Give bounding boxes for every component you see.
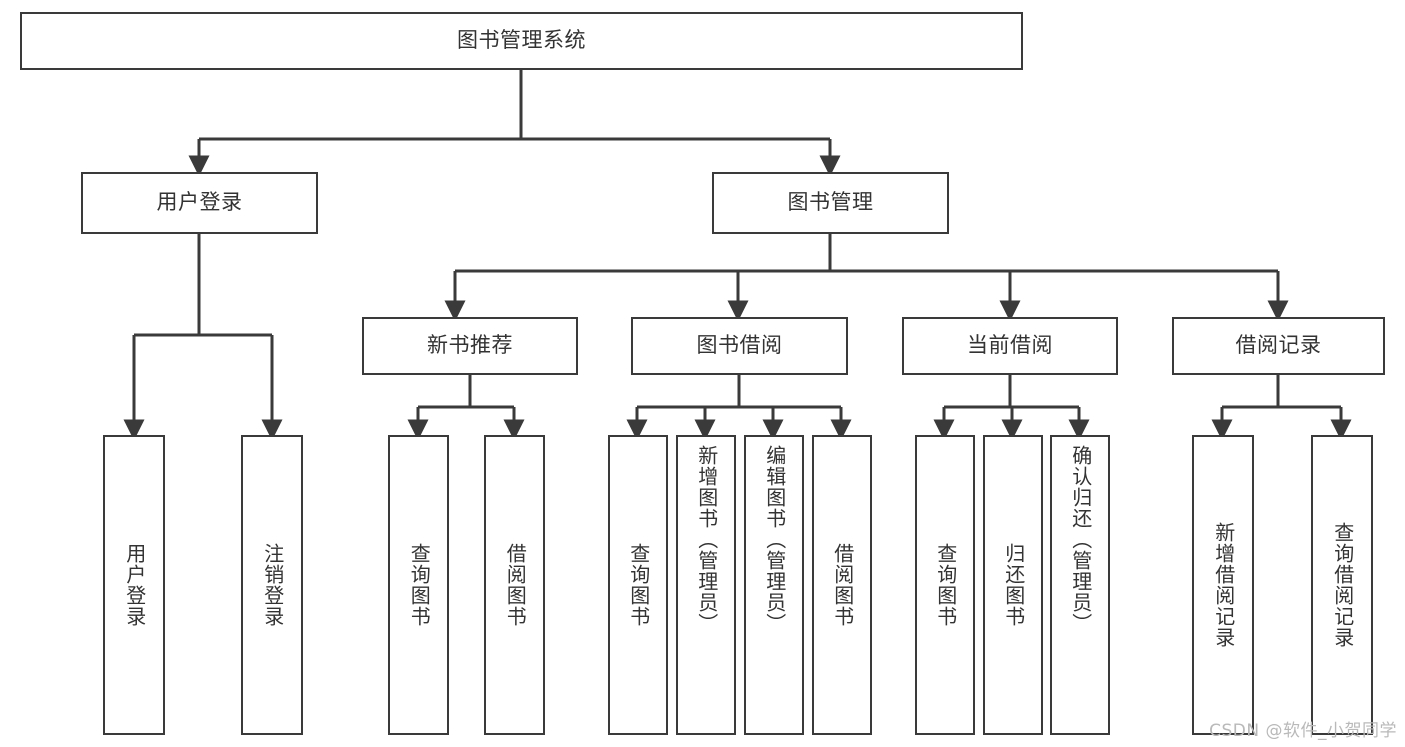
node-current-borrow-label: 当前借阅 xyxy=(967,333,1053,358)
node-new-book-recommend[interactable]: 新书推荐 xyxy=(362,317,578,375)
node-borrow-record[interactable]: 借阅记录 xyxy=(1172,317,1385,375)
node-user-login[interactable]: 用户登录 xyxy=(81,172,318,234)
node-new-book-recommend-label: 新书推荐 xyxy=(427,333,513,358)
leaf-return-book-label: 归还图书 xyxy=(1001,543,1026,627)
leaf-borrow-book-1[interactable]: 借阅图书 xyxy=(484,435,545,735)
leaf-edit-book-label: 编辑图书（管理员） xyxy=(762,445,787,634)
node-root-label: 图书管理系统 xyxy=(457,28,586,53)
edge-currentborrow-to-leaves xyxy=(933,375,1090,441)
node-user-login-label: 用户登录 xyxy=(156,190,243,215)
leaf-query-record-label: 查询借阅记录 xyxy=(1330,522,1355,648)
leaf-confirm-return-label: 确认归还（管理员） xyxy=(1068,445,1093,634)
node-book-manage[interactable]: 图书管理 xyxy=(712,172,949,234)
edge-root-to-level1 xyxy=(188,70,841,177)
leaf-borrow-book-2[interactable]: 借阅图书 xyxy=(812,435,872,735)
leaf-query-book-1[interactable]: 查询图书 xyxy=(388,435,449,735)
leaf-confirm-return[interactable]: 确认归还（管理员） xyxy=(1050,435,1110,735)
node-book-borrow[interactable]: 图书借阅 xyxy=(631,317,848,375)
node-current-borrow[interactable]: 当前借阅 xyxy=(902,317,1118,375)
leaf-query-book-1-label: 查询图书 xyxy=(407,543,432,627)
leaf-logout-login-label: 注销登录 xyxy=(260,543,285,627)
edge-borrowrecord-to-leaves xyxy=(1211,375,1352,441)
csdn-watermark: CSDN @软件_小贺同学 xyxy=(1209,721,1397,741)
leaf-borrow-book-2-label: 借阅图书 xyxy=(830,543,855,627)
node-root[interactable]: 图书管理系统 xyxy=(20,12,1023,70)
edge-userlogin-to-leaves xyxy=(123,234,283,441)
leaf-add-record-label: 新增借阅记录 xyxy=(1211,522,1236,648)
edge-bookmanage-to-level2 xyxy=(444,234,1289,322)
leaf-query-book-2-label: 查询图书 xyxy=(626,543,651,627)
leaf-query-book-3[interactable]: 查询图书 xyxy=(915,435,975,735)
leaf-add-record[interactable]: 新增借阅记录 xyxy=(1192,435,1254,735)
leaf-borrow-book-1-label: 借阅图书 xyxy=(503,543,528,627)
leaf-query-book-2[interactable]: 查询图书 xyxy=(608,435,668,735)
leaf-add-book[interactable]: 新增图书（管理员） xyxy=(676,435,736,735)
edge-newbook-to-leaves xyxy=(407,375,525,441)
node-book-borrow-label: 图书借阅 xyxy=(696,333,783,358)
leaf-user-login-label: 用户登录 xyxy=(122,543,147,627)
leaf-add-book-label: 新增图书（管理员） xyxy=(694,445,719,634)
leaf-query-record[interactable]: 查询借阅记录 xyxy=(1311,435,1373,735)
node-borrow-record-label: 借阅记录 xyxy=(1235,333,1322,358)
edge-bookborrow-to-leaves xyxy=(626,375,852,441)
leaf-user-login[interactable]: 用户登录 xyxy=(103,435,165,735)
leaf-return-book[interactable]: 归还图书 xyxy=(983,435,1043,735)
leaf-query-book-3-label: 查询图书 xyxy=(933,543,958,627)
leaf-logout-login[interactable]: 注销登录 xyxy=(241,435,303,735)
leaf-edit-book[interactable]: 编辑图书（管理员） xyxy=(744,435,804,735)
node-book-manage-label: 图书管理 xyxy=(787,190,874,215)
